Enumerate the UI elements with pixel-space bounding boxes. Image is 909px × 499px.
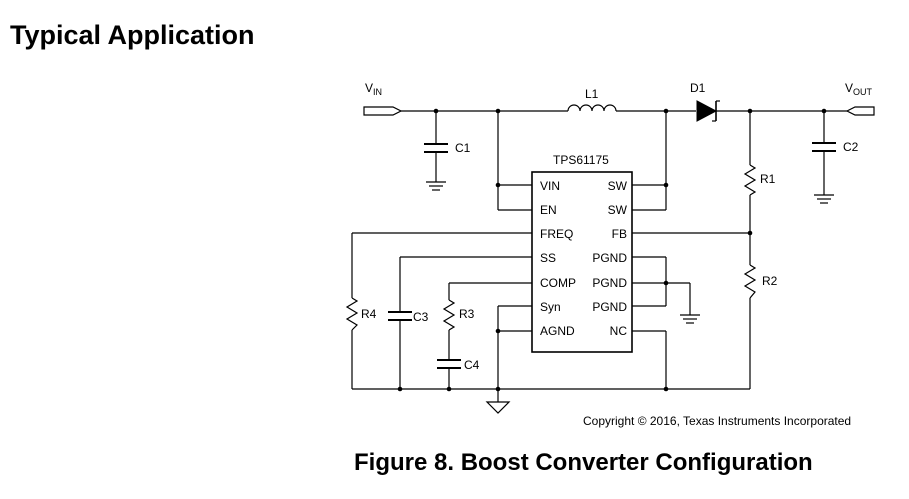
vout-port: VOUT [845,81,875,116]
r4-label: R4 [361,307,377,321]
vin-label: VIN [365,81,382,97]
ic-right-pin-label: SW [608,203,628,217]
agnd-ground-symbol [485,401,511,414]
r3-label: R3 [459,307,475,321]
c1-capacitor: C1 [424,111,471,191]
c3-capacitor: C3 [388,310,429,389]
r1-label: R1 [760,172,776,186]
ic-left-pin-label: Syn [540,300,561,314]
r2-label: R2 [762,274,778,288]
vin-port: VIN [363,81,403,116]
ic-left-pin-label: EN [540,203,557,217]
c3-label: C3 [413,310,429,324]
pgnd-ground-symbol [680,314,700,324]
figure-caption: Figure 8. Boost Converter Configuration [354,449,813,476]
ic-part-label: TPS61175 [553,153,609,167]
ic-left-pin-label: VIN [540,179,560,193]
ic-right-pin-label: NC [610,324,628,338]
r2-resistor: R2 [743,264,778,389]
c2-capacitor: C2 [812,111,859,204]
ic-left-pin-label: AGND [540,324,575,338]
ic-left-pin-label: COMP [540,276,576,290]
c2-label: C2 [843,140,859,154]
ic-left-pin-label: SS [540,251,556,265]
ic-right-pin-label: FB [612,227,627,241]
ic-right-pin-label: PGND [592,251,627,265]
l1-label: L1 [585,87,599,101]
c1-label: C1 [455,141,471,155]
r1-resistor: R1 [743,111,776,265]
junction-dots [397,108,827,392]
vout-label: VOUT [845,81,873,97]
section-title: Typical Application [10,20,255,50]
ic-right-pin-label: PGND [592,276,627,290]
c4-label: C4 [464,358,480,372]
ic-right-pin-label: PGND [592,300,627,314]
d1-label: D1 [690,81,706,95]
c4-capacitor: C4 [437,358,480,389]
d1-diode: D1 [690,81,720,122]
copyright-notice: Copyright © 2016, Texas Instruments Inco… [583,414,852,428]
r3-resistor: R3 [442,299,475,360]
ic-left-pin-label: FREQ [540,227,573,241]
r4-resistor: R4 [345,297,377,389]
l1-inductor: L1 [567,87,617,112]
ic-right-pin-label: SW [608,179,628,193]
